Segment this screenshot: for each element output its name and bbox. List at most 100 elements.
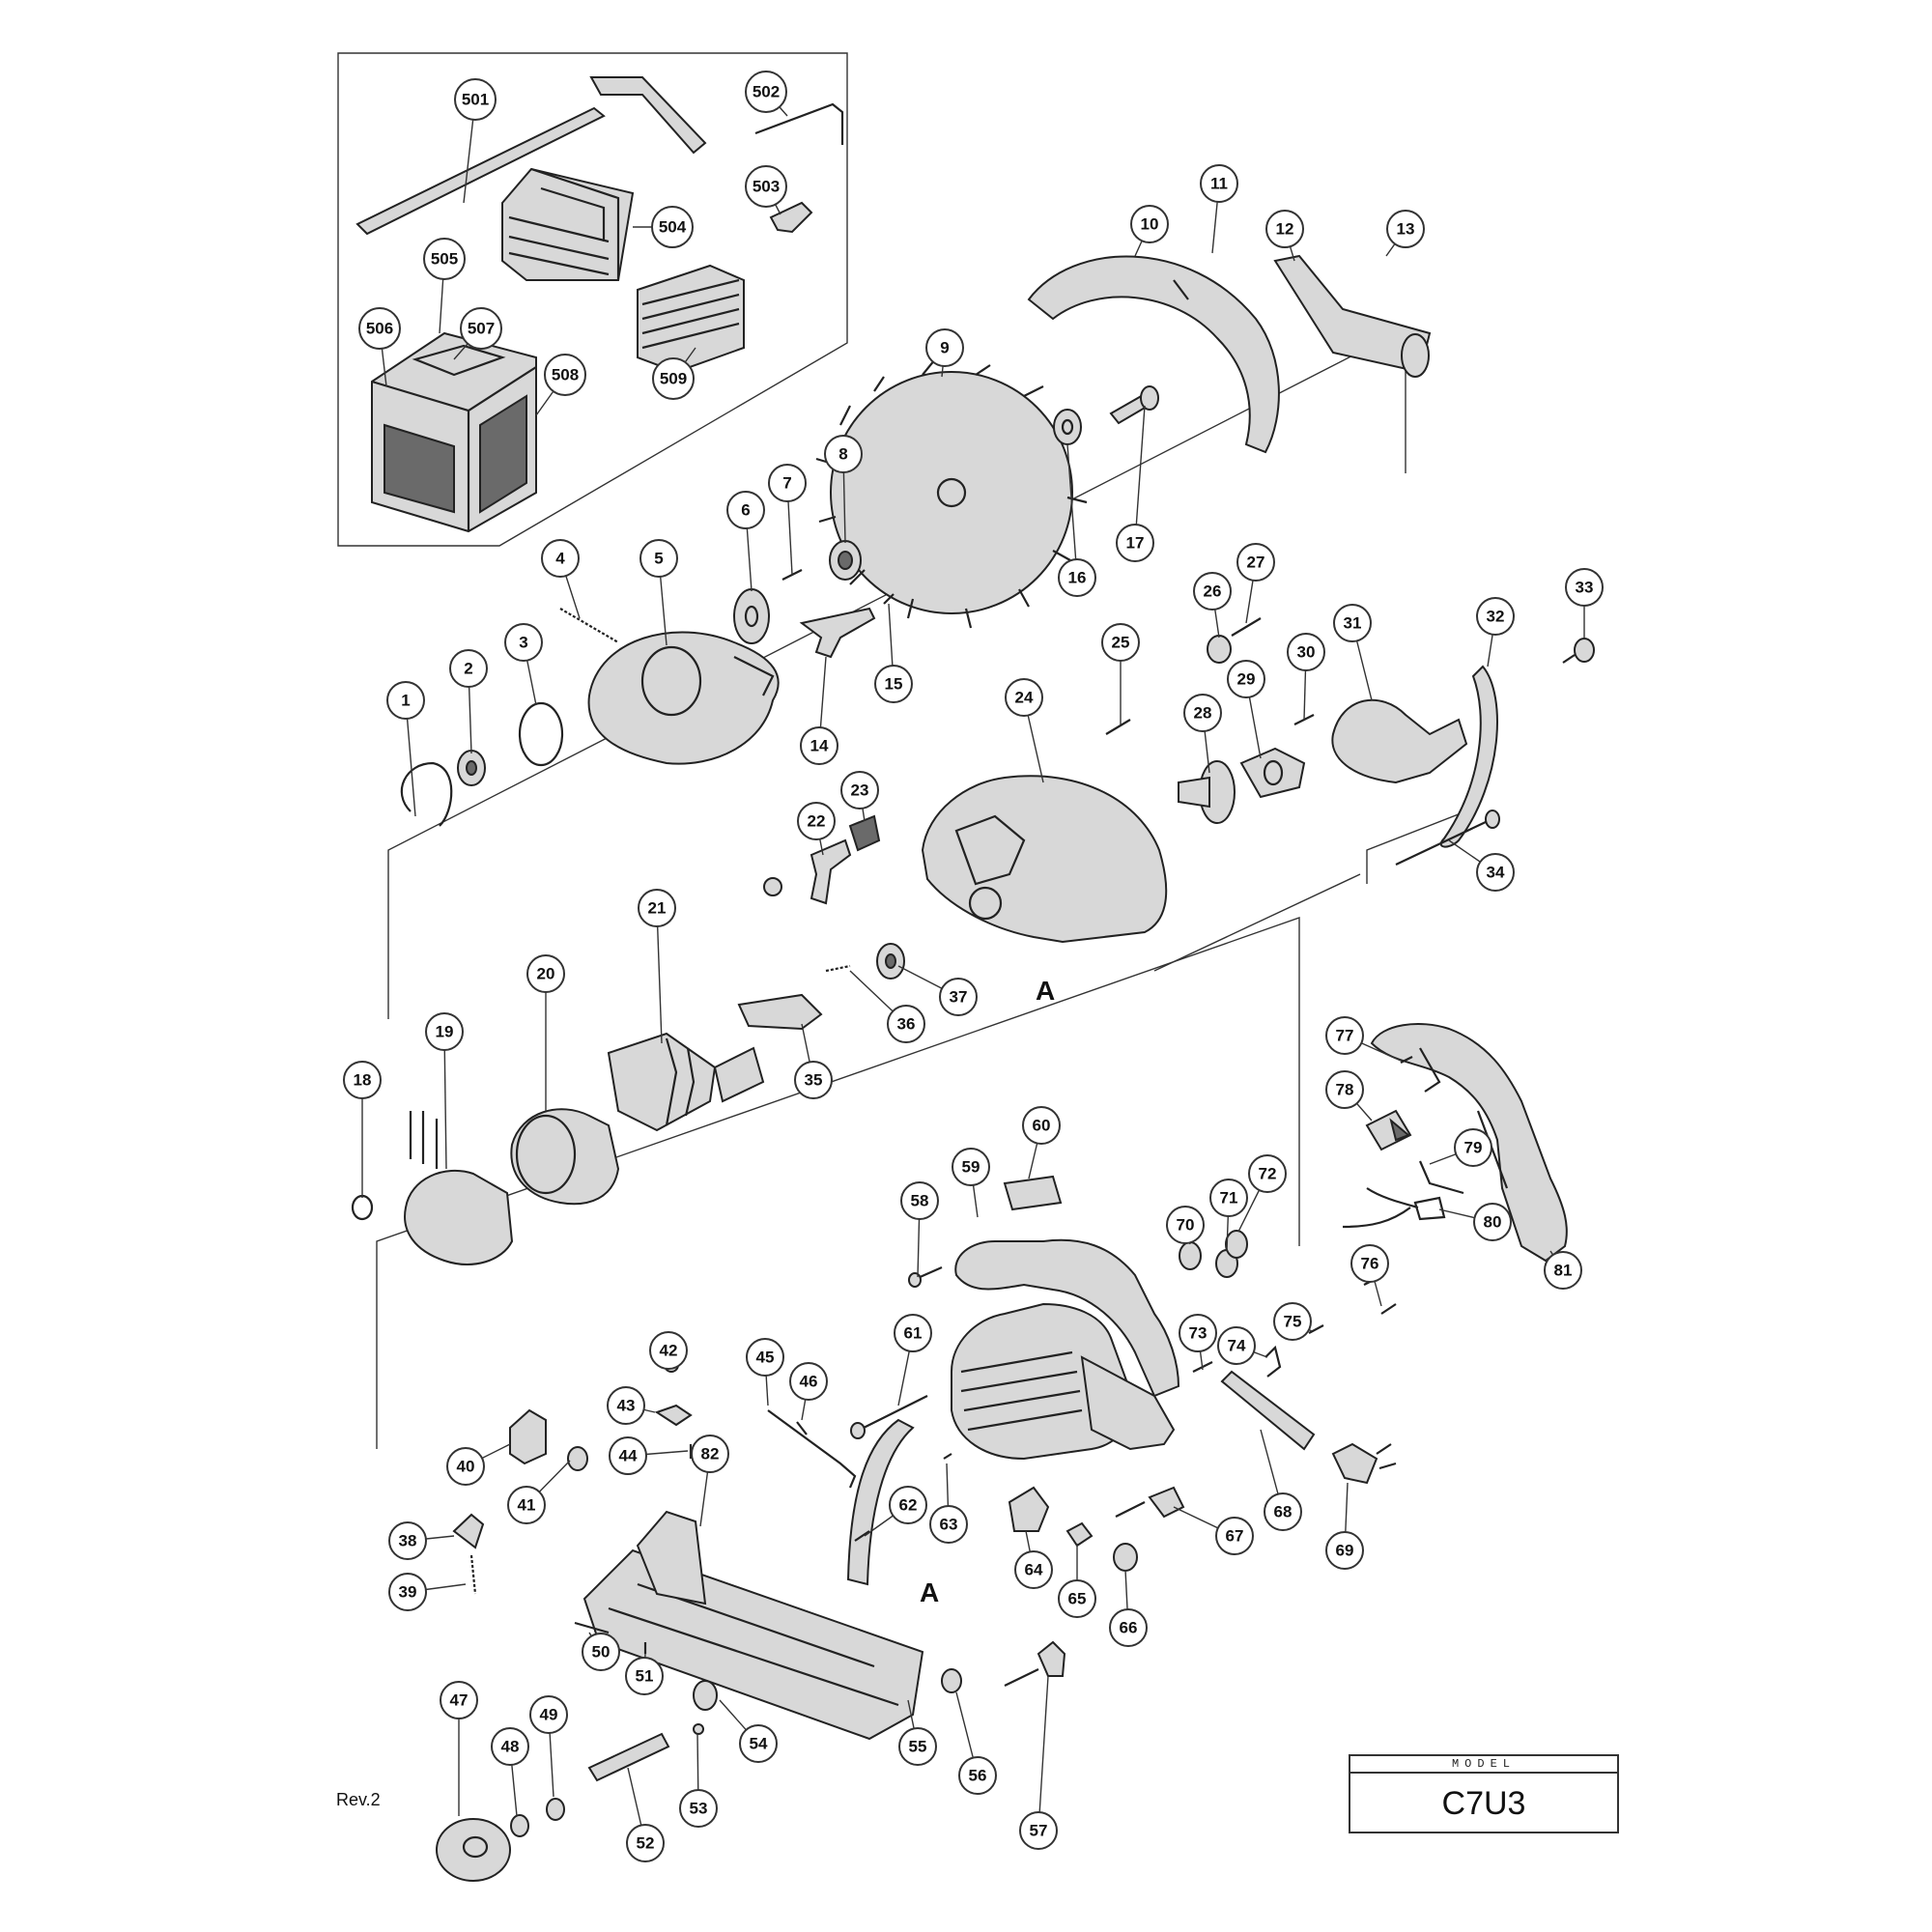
wire-79	[1418, 1160, 1464, 1195]
callout-32: 32	[1476, 597, 1515, 636]
callout-4: 4	[541, 539, 580, 578]
callout-circle-66	[1109, 1608, 1148, 1647]
bearing-holder-29	[1239, 747, 1306, 799]
accessory-kit-frame	[337, 52, 848, 547]
callout-number-46: 46	[800, 1373, 818, 1391]
callout-circle-73	[1179, 1314, 1217, 1352]
callout-number-502: 502	[753, 83, 780, 101]
callout-number-20: 20	[537, 965, 555, 983]
knob-47	[436, 1818, 511, 1882]
callout-number-64: 64	[1025, 1561, 1043, 1579]
callout-70: 70	[1166, 1206, 1205, 1244]
callout-22: 22	[797, 802, 836, 840]
callout-78: 78	[1325, 1070, 1364, 1109]
callout-69: 69	[1325, 1531, 1364, 1570]
callout-number-33: 33	[1576, 579, 1594, 597]
callout-circle-48	[491, 1727, 529, 1766]
long-bolt-34	[1395, 810, 1500, 866]
callout-circle-74	[1217, 1326, 1256, 1365]
spring-39	[469, 1554, 477, 1595]
callout-number-73: 73	[1189, 1324, 1208, 1343]
callout-circle-16	[1058, 558, 1096, 597]
callout-circle-58	[900, 1181, 939, 1220]
callout-24: 24	[1005, 678, 1043, 717]
callout-29: 29	[1227, 660, 1265, 698]
callout-circle-45	[746, 1338, 784, 1377]
washer-41	[567, 1446, 588, 1471]
spring-4	[559, 608, 619, 643]
callout-58: 58	[900, 1181, 939, 1220]
callout-75: 75	[1273, 1302, 1312, 1341]
callout-number-55: 55	[909, 1738, 927, 1756]
callout-circle-508	[544, 354, 586, 396]
callout-number-39: 39	[399, 1583, 417, 1602]
reference-marker-lower: A	[920, 1577, 939, 1607]
callout-number-13: 13	[1397, 220, 1415, 239]
saw-blade-9	[815, 358, 1088, 629]
lever-14	[799, 607, 876, 659]
callout-number-35: 35	[805, 1071, 823, 1090]
pin-25	[1105, 719, 1131, 735]
callout-62: 62	[889, 1486, 927, 1524]
callout-number-24: 24	[1015, 689, 1034, 707]
callout-number-81: 81	[1554, 1262, 1573, 1280]
callout-circle-39	[388, 1573, 427, 1611]
callout-503: 503	[745, 165, 787, 208]
callout-number-22: 22	[808, 812, 826, 831]
callout-circle-12	[1265, 210, 1304, 248]
parallel-guide-501	[355, 76, 707, 236]
leader-line-19	[443, 1031, 447, 1170]
callout-40: 40	[446, 1447, 485, 1486]
base-55	[582, 1548, 924, 1741]
lever-22	[810, 838, 852, 905]
wing-bolt-57	[1004, 1640, 1066, 1687]
bearing-2	[457, 750, 486, 786]
callout-circle-78	[1325, 1070, 1364, 1109]
gasket-31	[1331, 698, 1468, 784]
bolt-50	[574, 1621, 610, 1634]
screw-15b	[763, 877, 782, 896]
wrench-503	[769, 201, 813, 234]
callout-number-54: 54	[750, 1735, 768, 1753]
callout-61: 61	[894, 1314, 932, 1352]
callout-circle-504	[651, 206, 694, 248]
system-case-505	[371, 331, 537, 533]
bushing-26	[1207, 635, 1232, 664]
case-insert-509	[637, 264, 745, 374]
callout-number-19: 19	[436, 1023, 454, 1041]
callout-number-50: 50	[592, 1643, 611, 1662]
screw-53	[693, 1723, 704, 1735]
callout-number-41: 41	[518, 1496, 536, 1515]
handle-cover-81	[1370, 1023, 1568, 1263]
callout-circle-28	[1183, 694, 1222, 732]
callout-71: 71	[1209, 1179, 1248, 1217]
callout-1: 1	[386, 681, 425, 720]
callout-34: 34	[1476, 853, 1515, 892]
callout-31: 31	[1333, 604, 1372, 642]
callout-circle-10	[1130, 205, 1169, 243]
depth-lever-45	[767, 1409, 857, 1489]
callout-49: 49	[529, 1695, 568, 1734]
upper-blade-case-10	[1027, 255, 1280, 454]
callout-circle-22	[797, 802, 836, 840]
callout-circle-21	[638, 889, 676, 927]
callout-52: 52	[626, 1824, 665, 1862]
washer-48	[510, 1814, 529, 1837]
callout-circle-41	[507, 1486, 546, 1524]
callout-circle-18	[343, 1061, 382, 1099]
spring-36	[825, 964, 851, 973]
callout-circle-7	[768, 464, 807, 502]
callout-number-53: 53	[690, 1800, 708, 1818]
callout-circle-62	[889, 1486, 927, 1524]
callout-circle-9	[925, 328, 964, 367]
callout-number-504: 504	[659, 218, 687, 237]
model-box: MODEL C7U3	[1349, 1754, 1619, 1833]
callout-74: 74	[1217, 1326, 1256, 1365]
callout-number-52: 52	[637, 1834, 655, 1853]
rod-52	[587, 1732, 670, 1782]
callout-number-63: 63	[940, 1516, 958, 1534]
callout-circle-70	[1166, 1206, 1205, 1244]
callout-circle-31	[1333, 604, 1372, 642]
screw-27	[1231, 617, 1262, 637]
callout-number-72: 72	[1259, 1165, 1277, 1183]
